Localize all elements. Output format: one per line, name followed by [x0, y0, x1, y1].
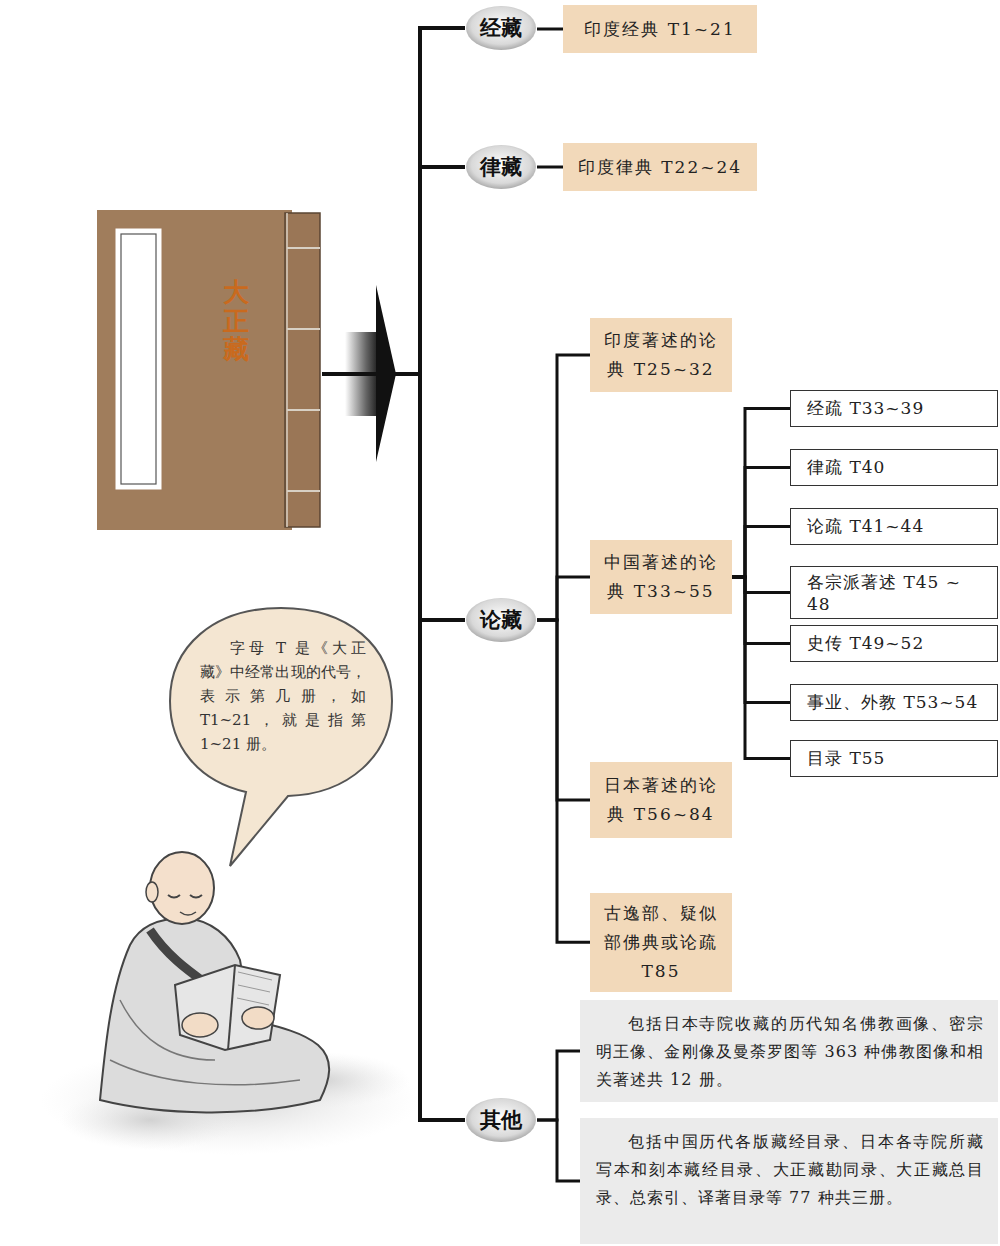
volume-box: 各宗派著述 T45 ~ 48 [790, 566, 998, 619]
node-label: 包括日本寺院收藏的历代知名佛教画像、密宗明王像、金刚像及曼荼罗图等 363 种佛… [596, 1010, 984, 1094]
node-label: 古逸部、疑似部佛典或论疏 T85 [600, 899, 722, 986]
connector [322, 167, 465, 374]
connector [732, 577, 790, 644]
volume-box: 史传 T49~52 [790, 625, 998, 662]
section-box: 古逸部、疑似部佛典或论疏 T85 [590, 893, 732, 992]
node-label: 日本著述的论典 T56~84 [600, 771, 722, 829]
volume-box: 经疏 T33~39 [790, 390, 998, 427]
connector [537, 577, 590, 620]
ellipse-shape [466, 1098, 536, 1142]
connector [537, 28, 563, 31]
node-label: 律疏 T40 [807, 456, 885, 479]
connector [732, 468, 790, 578]
node-label: 印度经典 T1~21 [584, 15, 735, 44]
node-label: 包括中国历代各版藏经目录、日本各寺院所藏写本和刻本藏经目录、大正藏勘同录、大正藏… [596, 1128, 984, 1212]
connector [537, 1120, 580, 1181]
node-label: 印度律典 T22~24 [578, 153, 742, 182]
section-box: 印度律典 T22~24 [563, 143, 757, 191]
ellipse-shape [466, 145, 536, 189]
line-shape [286, 213, 288, 527]
connector [322, 374, 465, 620]
rect-shape [115, 228, 162, 490]
node-label: 经疏 T33~39 [807, 397, 924, 420]
rect-shape [285, 213, 320, 527]
node-label: 论藏 [480, 606, 522, 634]
connector [732, 527, 790, 578]
connector [322, 28, 465, 374]
node-label: 各宗派著述 T45 ~ 48 [807, 571, 981, 614]
connector [732, 577, 790, 759]
category-ellipse: 律藏 [465, 144, 537, 190]
ellipse-shape [466, 598, 536, 642]
connector [537, 355, 590, 620]
connector [537, 620, 590, 800]
node-label: 字母 T 是《大正藏》中经常出现的代号，表示第几册，如 T1~21，就是指第 1… [200, 636, 366, 756]
note-box: 包括日本寺院收藏的历代知名佛教画像、密宗明王像、金刚像及曼荼罗图等 363 种佛… [580, 1000, 998, 1102]
line-shape [287, 409, 320, 411]
note-box: 包括中国历代各版藏经目录、日本各寺院所藏写本和刻本藏经目录、大正藏勘同录、大正藏… [580, 1118, 998, 1244]
speech-bubble: 字母 T 是《大正藏》中经常出现的代号，表示第几册，如 T1~21，就是指第 1… [168, 606, 394, 802]
node-label: 律藏 [480, 153, 522, 181]
node-label: 论疏 T41~44 [807, 515, 924, 538]
node-label: 经藏 [480, 14, 522, 42]
section-box: 日本著述的论典 T56~84 [590, 762, 732, 838]
category-ellipse: 论藏 [465, 597, 537, 643]
node-label: 目录 T55 [807, 747, 885, 770]
connector [537, 166, 563, 169]
connector [537, 1051, 580, 1120]
line-shape [287, 490, 320, 492]
connector [732, 577, 790, 703]
path-shape [170, 608, 392, 866]
category-ellipse: 经藏 [465, 5, 537, 51]
line-shape [287, 328, 320, 330]
volume-box: 论疏 T41~44 [790, 508, 998, 545]
rect-shape [97, 210, 292, 530]
line-shape [287, 247, 320, 249]
connector [537, 620, 590, 942]
section-box: 印度经典 T1~21 [563, 5, 757, 53]
ellipse-shape [466, 6, 536, 50]
node-label: 其他 [480, 1106, 522, 1134]
connector [732, 409, 790, 578]
book-outline [97, 210, 322, 530]
node-label: 印度著述的论典 T25~32 [600, 326, 722, 384]
book-cover: 大正藏 [97, 210, 322, 530]
connector [732, 577, 790, 593]
monk-illustration [40, 852, 420, 1155]
rect-shape [121, 234, 156, 484]
section-box: 中国著述的论典 T33~55 [590, 540, 732, 614]
node-label: 史传 T49~52 [807, 632, 924, 655]
node-label: 大正藏 [223, 278, 249, 364]
category-ellipse: 其他 [465, 1097, 537, 1143]
section-box: 印度著述的论典 T25~32 [590, 318, 732, 392]
volume-box: 律疏 T40 [790, 449, 998, 486]
node-label: 事业、外教 T53~54 [807, 691, 978, 714]
volume-box: 目录 T55 [790, 740, 998, 777]
volume-box: 事业、外教 T53~54 [790, 684, 998, 721]
node-label: 中国著述的论典 T33~55 [600, 548, 722, 606]
